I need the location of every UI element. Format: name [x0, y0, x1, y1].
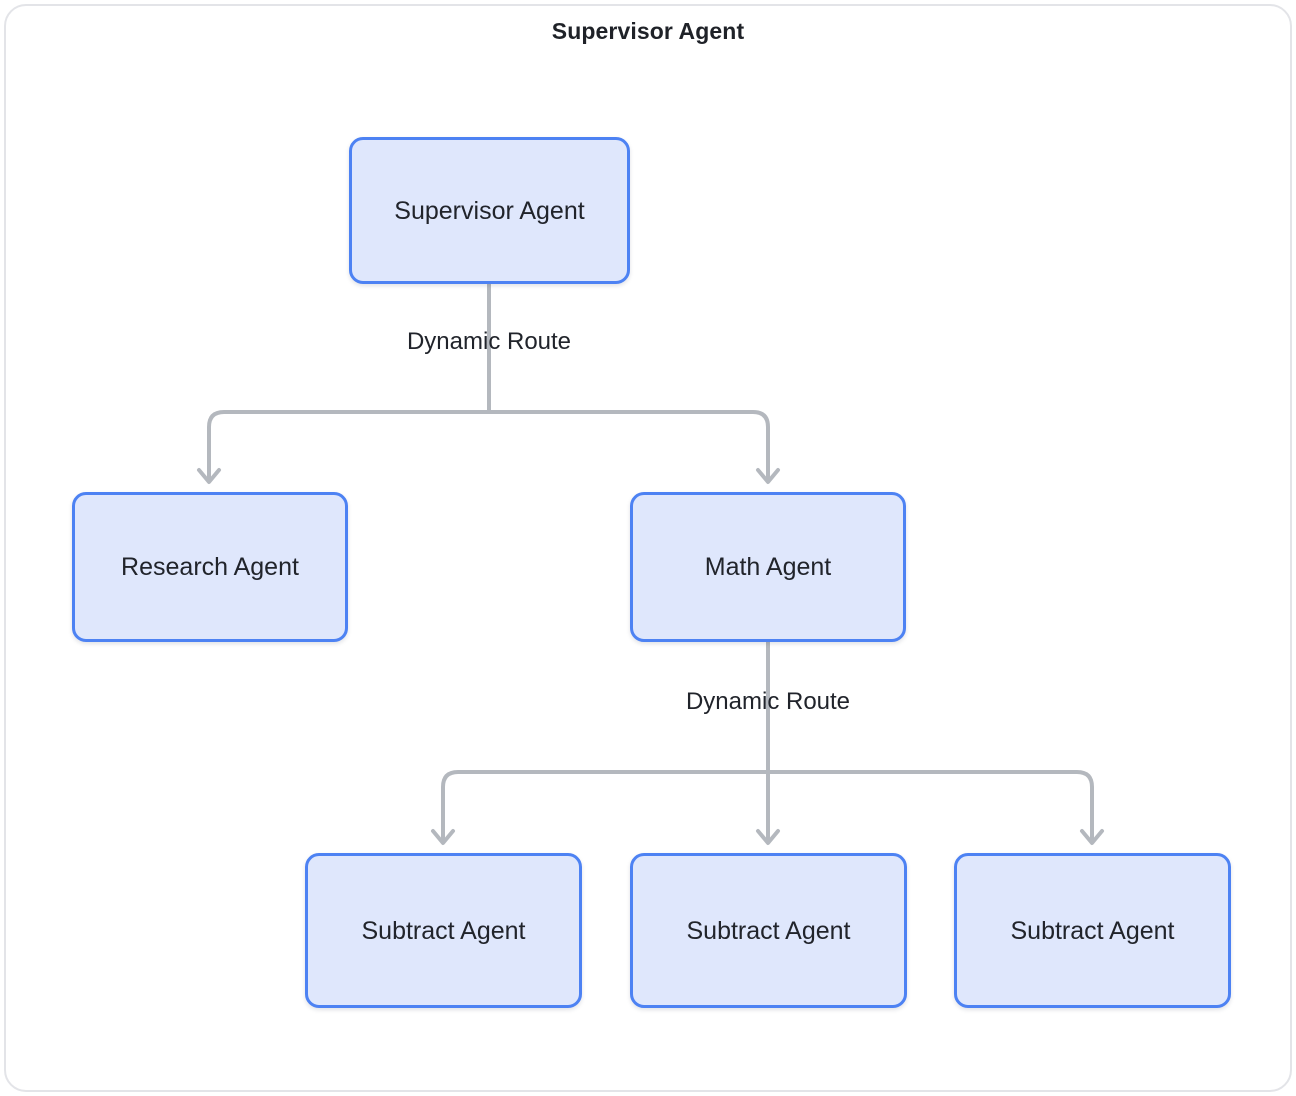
node-label: Subtract Agent [361, 916, 526, 945]
node-label: Math Agent [704, 553, 832, 581]
edge-label-dynamic-route-bottom: Dynamic Route [685, 688, 851, 715]
node-label: Supervisor Agent [394, 196, 585, 225]
node-subtract-agent-2[interactable]: Subtract Agent [630, 853, 907, 1008]
node-label: Subtract Agent [686, 916, 851, 945]
node-research-agent[interactable]: Research Agent [72, 492, 348, 642]
page-title: Supervisor Agent [551, 18, 745, 44]
edge-label-dynamic-route-top: Dynamic Route [406, 328, 572, 355]
node-math-agent[interactable]: Math Agent [630, 492, 906, 642]
node-label: Research Agent [121, 553, 299, 581]
node-label: Subtract Agent [1010, 916, 1175, 945]
node-supervisor-agent[interactable]: Supervisor Agent [349, 137, 630, 284]
node-subtract-agent-1[interactable]: Subtract Agent [305, 853, 582, 1008]
node-subtract-agent-3[interactable]: Subtract Agent [954, 853, 1231, 1008]
